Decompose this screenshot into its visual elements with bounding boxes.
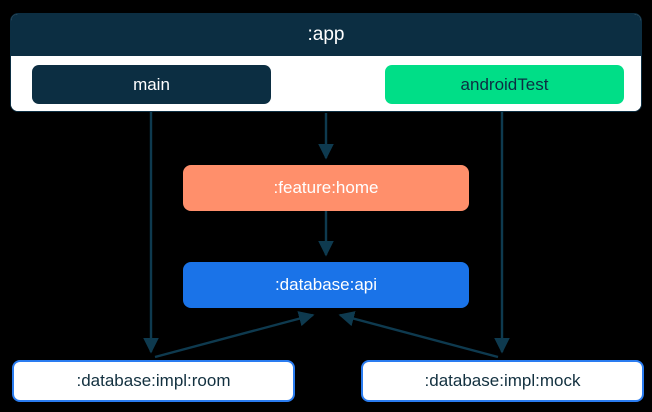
app-source-set-row: main androidTest xyxy=(11,56,641,111)
source-set-androidtest[interactable]: androidTest xyxy=(385,65,624,104)
app-module-title: :app xyxy=(11,14,641,56)
module-node-feature-home[interactable]: :feature:home xyxy=(183,165,469,211)
source-set-main[interactable]: main xyxy=(32,65,271,104)
module-node-database-api[interactable]: :database:api xyxy=(183,262,469,308)
edge-room-to-database-api xyxy=(154,311,315,359)
app-module-container[interactable]: :app main androidTest xyxy=(10,13,642,112)
edge-mock-to-database-api xyxy=(338,311,499,359)
module-node-database-impl-room[interactable]: :database:impl:room xyxy=(12,360,295,402)
module-node-database-impl-mock[interactable]: :database:impl:mock xyxy=(361,360,644,402)
